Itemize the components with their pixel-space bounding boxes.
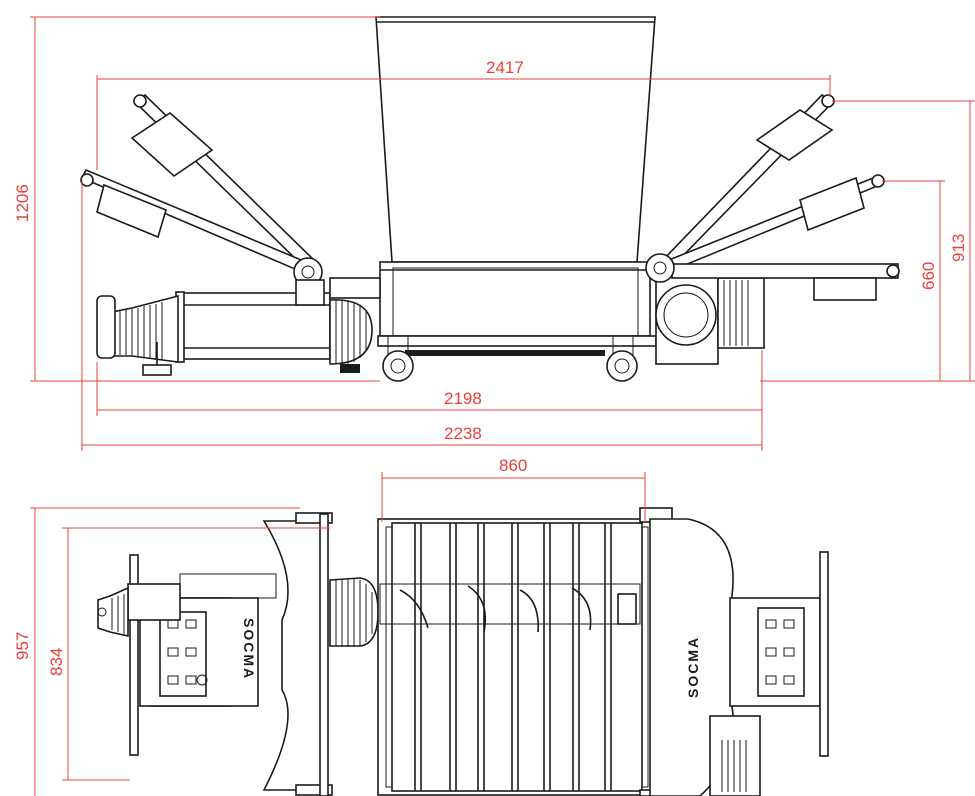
wheel-left: [382, 335, 414, 382]
right-motor: [655, 275, 765, 365]
logo-left: SOCMA: [241, 618, 257, 680]
hopper: [375, 16, 656, 263]
dim-arm-height-upper: 913: [949, 234, 968, 262]
dim-length-body: 2198: [444, 389, 482, 408]
logo-right: SOCMA: [685, 636, 701, 698]
dim-total-height: 1206: [13, 184, 32, 222]
left-housing: [262, 520, 326, 791]
left-rotor: [329, 277, 381, 373]
top-view: SOCMA: [97, 507, 829, 796]
dim-inner-depth: 834: [47, 648, 66, 676]
machine-body: [379, 261, 651, 337]
right-pivot: [645, 253, 675, 283]
side-view: [80, 16, 900, 382]
dim-overall-width: 2417: [486, 58, 524, 77]
top-dimensions: 860 957 834: [13, 456, 646, 796]
right-arm-lower: [662, 174, 885, 274]
dim-hopper-width: 860: [499, 456, 527, 475]
left-arm-lower: [80, 168, 308, 274]
auger: [379, 583, 641, 633]
dim-arm-height-lower: 660: [919, 262, 938, 290]
side-dimensions: 1206 2417 913 660 2198 2238: [13, 16, 975, 451]
dim-length-total: 2238: [444, 424, 482, 443]
hopper-bars: [414, 523, 612, 791]
wheel-right: [606, 335, 638, 382]
right-arm-upper: [659, 93, 835, 270]
left-arm-upper: [130, 93, 318, 271]
dim-overall-depth: 957: [13, 632, 32, 660]
right-arm-flat: [671, 263, 900, 301]
